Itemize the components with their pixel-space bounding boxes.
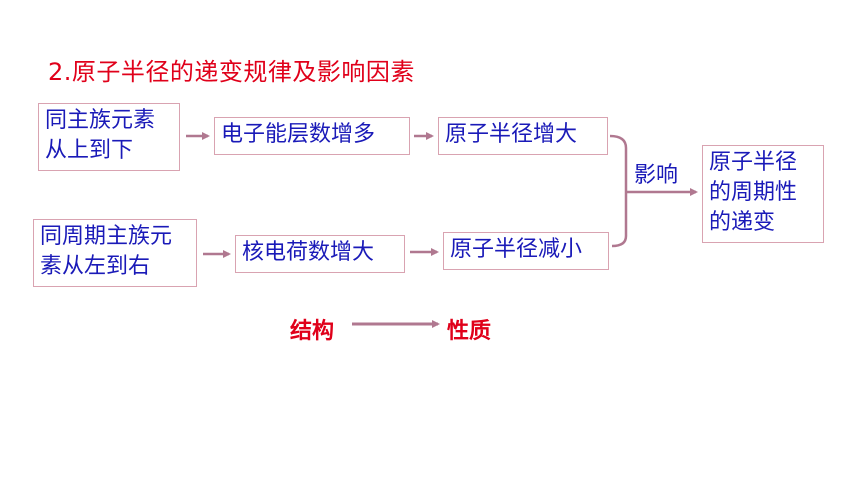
box-periodic-change: 原子半径的周期性的递变 (702, 145, 824, 243)
box-radius-decrease: 原子半径减小 (443, 232, 609, 270)
box-radius-increase: 原子半径增大 (438, 117, 608, 155)
property-label: 性质 (447, 319, 492, 344)
bracket-connector (609, 134, 628, 248)
box-nuclear-charge-increase: 核电荷数增大 (235, 235, 405, 273)
box-group-top-to-bottom: 同主族元素从上到下 (38, 103, 180, 171)
structure-label: 结构 (290, 319, 335, 344)
box-electron-layers-increase: 电子能层数增多 (214, 117, 410, 155)
box-period-left-to-right: 同周期主族元素从左到右 (33, 219, 197, 287)
influence-label: 影响 (634, 163, 679, 188)
diagram-title: 2.原子半径的递变规律及影响因素 (48, 58, 415, 86)
